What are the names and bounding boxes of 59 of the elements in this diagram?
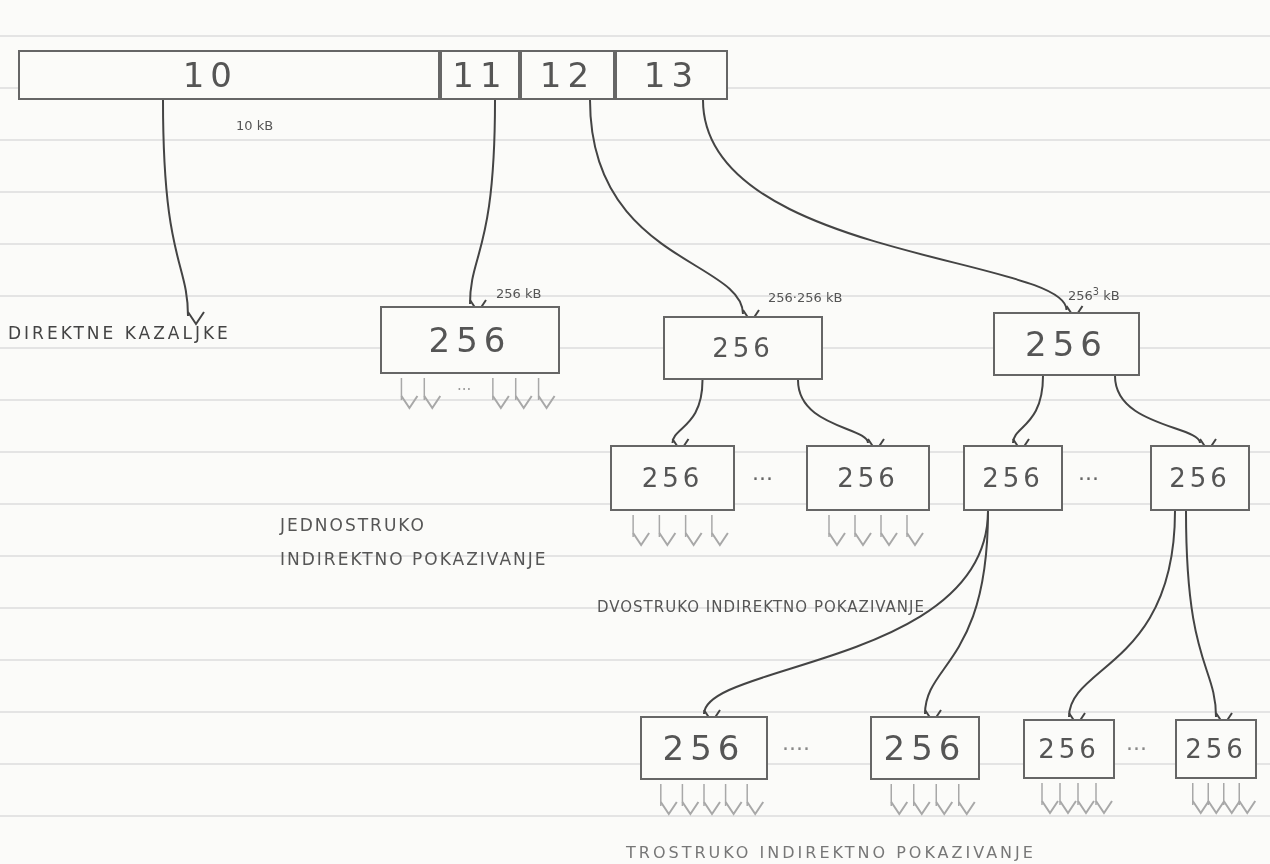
ellipsis: ··· (752, 465, 773, 493)
arrow (491, 377, 510, 409)
pointer-cell: 11 (440, 50, 520, 100)
arrow (710, 514, 729, 546)
arrow (632, 514, 651, 546)
block-box: 256 (993, 312, 1140, 376)
arrow (1059, 782, 1077, 814)
ellipsis: ··· (1126, 735, 1147, 763)
arrow (659, 783, 678, 815)
block-box: 256 (1023, 719, 1115, 779)
arrow (935, 783, 954, 815)
arrow (912, 783, 931, 815)
arrow (162, 99, 205, 325)
block-box: 256 (1150, 445, 1250, 511)
arrow (880, 514, 898, 546)
arrow (1191, 782, 1210, 814)
block-box: 256 (963, 445, 1063, 511)
size-note: 256 kB (496, 285, 542, 303)
ellipsis: ···· (782, 735, 810, 763)
block-box: 256 (380, 306, 560, 374)
arrow (684, 514, 703, 546)
arrow (890, 783, 909, 815)
arrow (681, 783, 700, 815)
arrow (1095, 782, 1113, 814)
ellipsis: ... (457, 376, 472, 394)
size-note: 10 kB (236, 117, 274, 135)
size-note: 256·256 kB (768, 289, 843, 307)
arrow (658, 514, 677, 546)
size-note: 256$^{3}$ kB (1068, 286, 1120, 305)
block-box: 256 (640, 716, 768, 780)
caption-text: TROSTRUKO INDIREKTNO POKAZIVANJE (626, 844, 1037, 862)
caption-text: DVOSTRUKO INDIREKTNO POKAZIVANJE (596, 597, 926, 618)
arrow (1238, 782, 1257, 814)
arrow (1222, 782, 1241, 814)
arrow (724, 783, 743, 815)
block-box: 256 (870, 716, 980, 780)
block-box: 256 (610, 445, 735, 511)
pointer-cell: 12 (520, 50, 615, 100)
arrow (854, 514, 872, 546)
arrow (423, 377, 442, 409)
arrow (746, 783, 765, 815)
arrow (957, 783, 976, 815)
arrow (514, 377, 533, 409)
text-label: DIREKTNE KAZALJKE (8, 318, 258, 382)
arrow (1077, 782, 1095, 814)
arrow (906, 514, 924, 546)
arrow (1041, 782, 1059, 814)
pointer-cell: 10 (18, 50, 440, 100)
arrow (400, 377, 419, 409)
block-box: 256 (806, 445, 930, 511)
pointer-cell: 13 (615, 50, 728, 100)
block-box: 256 (663, 316, 823, 380)
ellipsis: ··· (1078, 465, 1099, 493)
arrow (1207, 782, 1226, 814)
arrow (537, 377, 556, 409)
arrow (828, 514, 846, 546)
arrow (703, 783, 721, 815)
block-box: 256 (1175, 719, 1257, 779)
caption-text: JEDNOSTRUKO INDIREKTNO POKAZIVANJE (280, 514, 549, 571)
